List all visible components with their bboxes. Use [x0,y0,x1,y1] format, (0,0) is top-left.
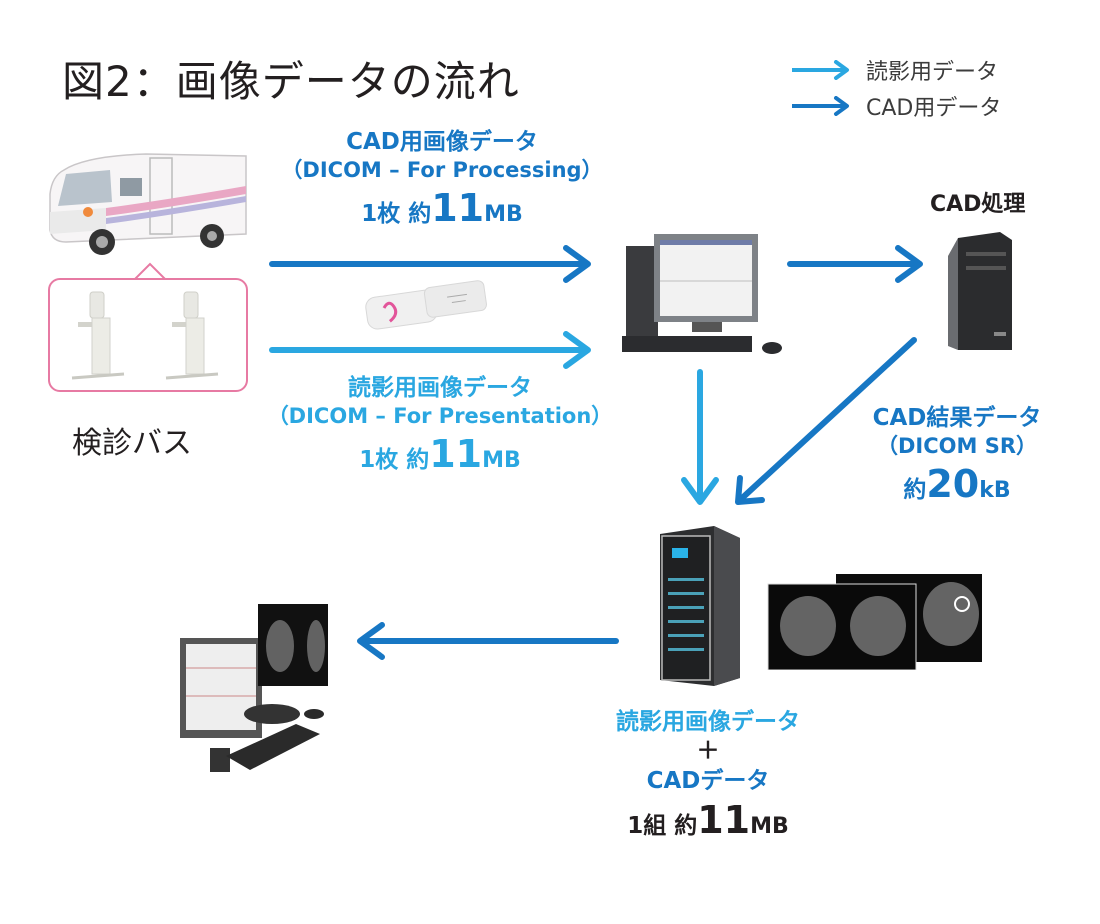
arrow-server-to-viewer [357,622,619,660]
flow-title: 読影用画像データ [348,375,532,401]
flow-size: 11 [431,186,485,231]
arrow-bus-to-workstation-reading [269,331,591,369]
plus-sign: ＋ [696,738,720,765]
cad-tower-server-icon [948,232,1012,350]
legend-label: 読影用データ [866,60,999,85]
flow-format: （DICOM – For Processing） [281,158,603,183]
legend: 読影用データ CAD用データ [790,52,1001,124]
arrow-bus-to-workstation-cad [269,245,591,283]
mammography-unit-icon [165,291,219,380]
flow-label-cad-image: CAD用画像データ （DICOM – For Processing） 1枚 約1… [262,128,622,233]
bus-equipment-callout [48,278,248,392]
flow-title: CAD用画像データ [346,129,538,155]
mobile-screening-bus-icon [49,153,247,255]
arrow-right-light-icon [792,60,849,80]
flow-title-2: CADデータ [646,767,770,794]
flow-label-combined: 読影用画像データ ＋ CADデータ 1組 約11MB [548,708,868,845]
flow-size: 11 [429,432,483,477]
mammogram-images-icon [767,574,982,670]
legend-item-cad: CAD用データ [790,88,1001,124]
usb-memory-icon [365,280,487,330]
flow-unit: MB [482,448,521,474]
arrow-right-dark-icon [792,96,849,116]
bus-label: 検診バス [72,426,192,461]
legend-item-reading: 読影用データ [790,52,1001,88]
flow-unit: kB [979,478,1011,504]
flow-size: 20 [926,462,980,507]
image-server-rack-icon [660,526,740,686]
cad-processing-label: CAD処理 [930,192,1026,217]
flow-title: CAD結果データ [872,405,1042,431]
callout-pointer [131,262,169,282]
flow-count: 1枚 約 [361,201,432,228]
flow-unit: MB [750,814,789,840]
flow-format: （DICOM – For Presentation） [267,404,613,429]
flow-title: 読影用画像データ [616,709,800,735]
flow-count: 1枚 約 [359,447,430,474]
flow-label-reading-image: 読影用画像データ （DICOM – For Presentation） 1枚 約… [250,374,630,479]
flow-format: （DICOM SR） [876,434,1037,459]
diagram-title: 図2：画像データの流れ [62,57,520,106]
flow-unit: MB [484,202,523,228]
flow-label-cad-result: CAD結果データ （DICOM SR） 約20kB [844,404,1070,509]
flow-count: 約 [903,477,927,504]
mammography-unit-icon [71,291,125,380]
flow-size: 11 [697,798,751,843]
arrow-workstation-to-server-reading [681,369,719,505]
arrow-workstation-to-cad [787,245,923,283]
desktop-workstation-icon [622,234,782,354]
legend-label: CAD用データ [866,96,1002,121]
flow-count: 1組 約 [627,813,698,840]
reading-viewer-workstation-icon [180,604,328,772]
